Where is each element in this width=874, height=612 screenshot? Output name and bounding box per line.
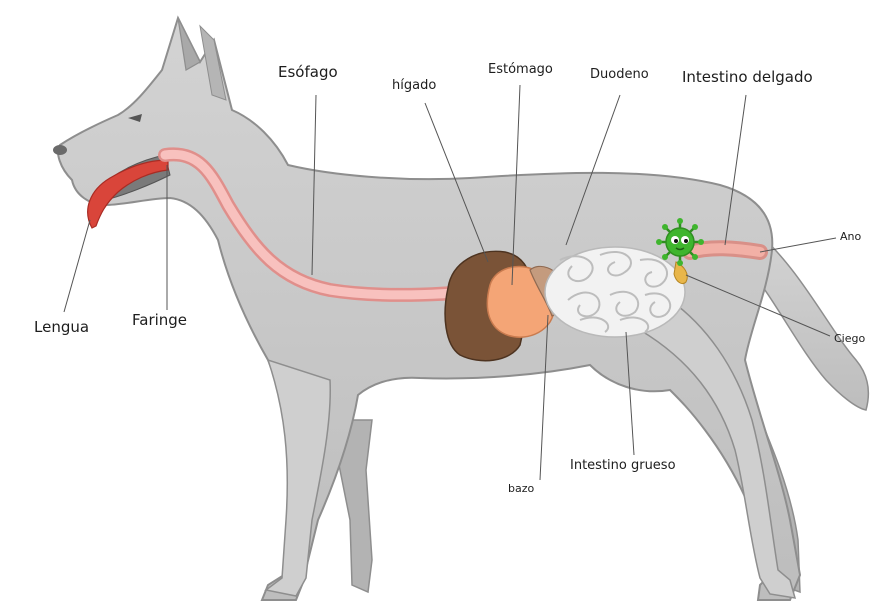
label-intestino-delgado: Intestino delgado <box>682 68 813 86</box>
label-ciego: Ciego <box>834 332 865 345</box>
dog-body <box>58 18 800 600</box>
label-esofago: Esófago <box>278 63 338 81</box>
label-intestino-grueso: Intestino grueso <box>570 458 676 473</box>
rectum-inner <box>690 248 760 252</box>
virus-icon <box>656 218 704 266</box>
label-estomago: Estómago <box>488 62 553 77</box>
label-higado: hígado <box>392 78 436 93</box>
label-bazo: bazo <box>508 482 534 495</box>
nose <box>53 145 67 155</box>
near-front-leg <box>266 360 330 596</box>
label-duodeno: Duodeno <box>590 67 649 82</box>
label-lengua: Lengua <box>34 318 89 336</box>
intestines <box>545 247 685 337</box>
label-ano: Ano <box>840 230 861 243</box>
label-faringe: Faringe <box>132 311 187 329</box>
